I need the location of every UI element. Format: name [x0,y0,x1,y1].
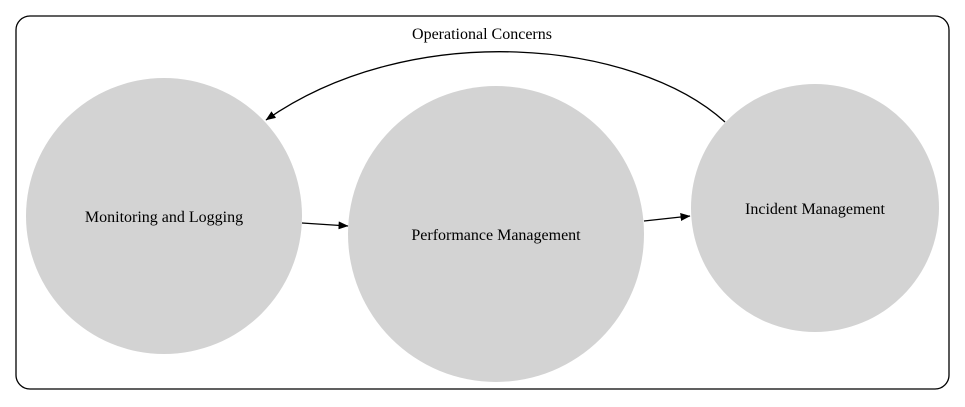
node-performance-management[interactable]: Performance Management [348,86,644,382]
edge-performance-to-incident [643,213,691,222]
node-incident-management[interactable]: Incident Management [691,84,939,332]
cluster-title: Operational Concerns [412,26,552,43]
node-monitoring-and-logging[interactable]: Monitoring and Logging [26,78,302,354]
node-label: Monitoring and Logging [85,209,243,226]
node-circle [691,84,939,332]
node-circle [26,78,302,354]
node-label: Incident Management [745,201,886,218]
node-circle [348,86,644,382]
edge-incident-to-monitoring [265,51,726,123]
node-label: Performance Management [411,227,581,244]
edge-monitoring-to-performance [301,221,349,230]
edges [265,51,726,230]
